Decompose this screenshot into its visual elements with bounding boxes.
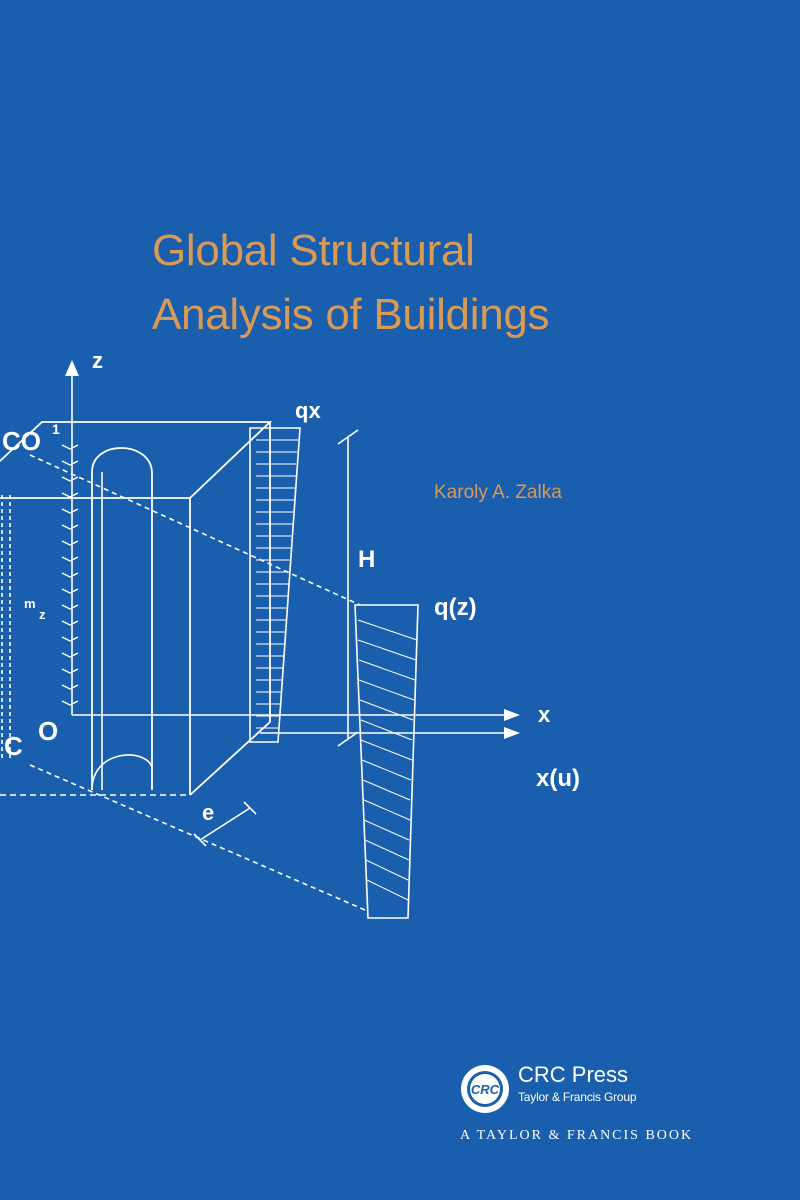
mz-label-m: m: [24, 596, 36, 611]
qx-label: qx: [295, 398, 321, 423]
torsional-moment-stack: [61, 444, 79, 706]
mz-label-z: z: [39, 607, 46, 622]
guide-top: [29, 454, 361, 606]
book-title-line-2: Analysis of Buildings: [152, 290, 550, 339]
x-axis-arrowhead: [504, 709, 520, 721]
publisher-tagline: A TAYLOR & FRANCIS BOOK: [460, 1128, 694, 1143]
e-label: e: [202, 800, 214, 825]
qz-hatch: [357, 619, 418, 901]
xu-axis-arrowhead: [504, 727, 520, 739]
x-axis-label: x: [538, 702, 551, 727]
publisher-name: CRC Press: [518, 1062, 629, 1087]
c-label: C: [4, 731, 23, 761]
crc-logo-text: CRC: [471, 1082, 500, 1097]
o-label: O: [38, 716, 58, 746]
book-title-line-1: Global Structural: [152, 226, 475, 275]
e-dimension-line: [199, 807, 251, 841]
e-dimension-tick-2: [243, 801, 257, 815]
book-author: Karoly A. Zalka: [434, 482, 562, 503]
qx-hatch: [256, 439, 298, 729]
co1-superscript: 1: [52, 421, 60, 437]
xu-axis-label: x(u): [536, 765, 580, 792]
h-dimension-tick-top: [337, 429, 359, 445]
co1-label: CO: [2, 426, 41, 456]
h-dimension-tick-bottom: [337, 731, 359, 747]
h-label: H: [358, 546, 375, 573]
qz-load-triangle: [354, 604, 419, 919]
e-dimension-tick-1: [193, 833, 207, 847]
publisher-group: Taylor & Francis Group: [518, 1090, 637, 1104]
core-wall-bottom: [91, 754, 153, 791]
core-wall-top: [91, 447, 153, 473]
crc-press-logo-icon: CRC: [461, 1065, 509, 1113]
box-bottom-edge: [189, 721, 271, 796]
qx-load-triangle: [249, 427, 301, 743]
qz-label: q(z): [434, 594, 477, 621]
z-axis-label: z: [92, 348, 103, 373]
z-axis-arrowhead: [65, 360, 79, 376]
